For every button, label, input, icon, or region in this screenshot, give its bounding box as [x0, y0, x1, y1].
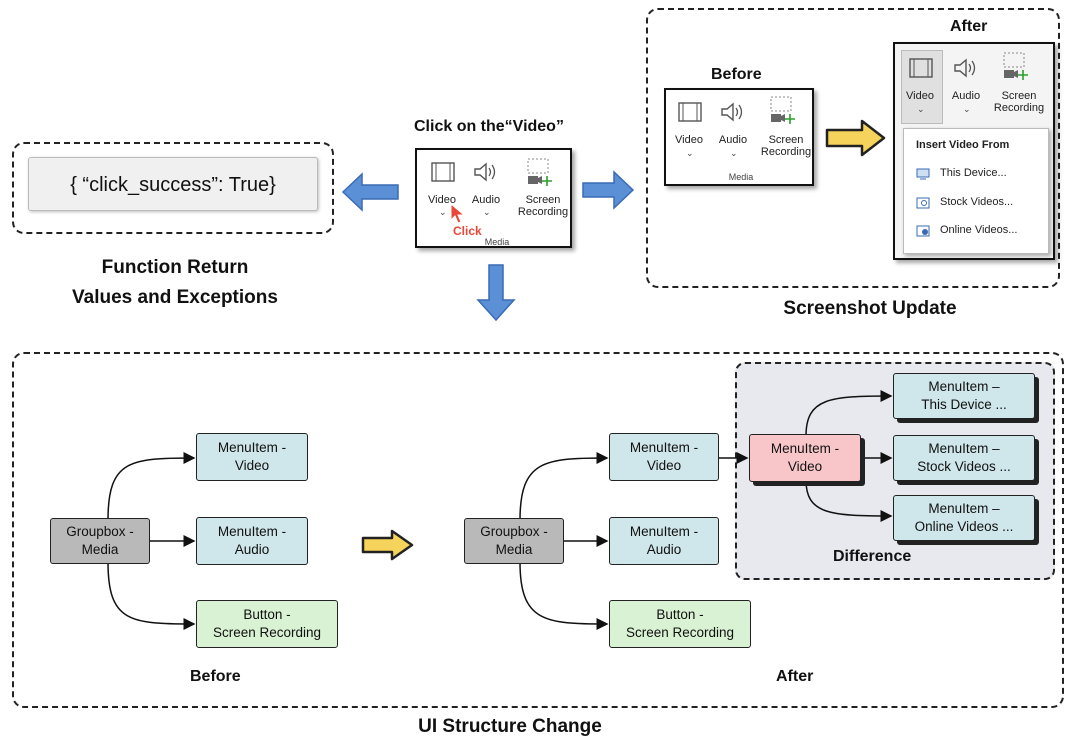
menuitem-this-device: MenuItem – This Device ... [893, 373, 1035, 419]
ui-structure-panel [12, 352, 1064, 708]
ribbon-group-label: Media [728, 172, 754, 182]
video-icon [678, 102, 702, 122]
blue-arrow-icon [476, 264, 516, 322]
device-icon [916, 168, 930, 180]
button-screen-recording-before: Button - Screen Recording [196, 600, 338, 648]
function-return-caption: Function Return Values and Exceptions [40, 253, 310, 313]
audio-icon [721, 102, 743, 122]
caption-line2: Values and Exceptions [72, 287, 278, 308]
cursor-icon [450, 202, 466, 224]
screenshot-update-caption: Screenshot Update [783, 298, 957, 319]
yellow-arrow-icon [825, 119, 886, 157]
structure-after-label: After [776, 668, 814, 685]
ribbon-group-label: Media [484, 237, 510, 247]
screen-recording-icon [527, 158, 552, 186]
stock-video-icon [916, 197, 930, 209]
difference-label: Difference [833, 548, 912, 565]
audio-icon [954, 58, 976, 78]
ribbon-screen-label[interactable]: Screen Recording [760, 134, 812, 158]
ribbon-video-label[interactable]: Video [906, 90, 934, 102]
ribbon-screen-label[interactable]: Screen Recording [993, 90, 1045, 114]
dropdown-item-online-videos[interactable]: Online Videos... [940, 224, 1018, 236]
menuitem-video-before: MenuItem - Video [196, 433, 308, 481]
caption-line1: Function Return [101, 257, 249, 278]
chevron-down-icon: ⌄ [917, 104, 925, 114]
menuitem-video-new: MenuItem - Video [749, 434, 861, 482]
chevron-down-icon: ⌄ [963, 104, 971, 114]
menuitem-video-after: MenuItem - Video [609, 433, 719, 481]
menuitem-audio-before: MenuItem - Audio [196, 517, 308, 565]
click-title: Click on the“Video” [414, 118, 564, 135]
ribbon-panel-before: Video Audio Screen Recording ⌄ ⌄ Media [664, 88, 814, 186]
screen-recording-icon [770, 96, 795, 124]
menuitem-online-videos: MenuItem – Online Videos ... [893, 495, 1035, 541]
ribbon-audio-label[interactable]: Audio [471, 194, 501, 206]
ribbon-video-label[interactable]: Video [428, 194, 456, 206]
structure-before-label: Before [190, 668, 241, 685]
video-icon [431, 162, 455, 182]
screenshot-update-panel [646, 8, 1060, 288]
ribbon-audio-label[interactable]: Audio [951, 90, 981, 102]
chevron-down-icon: ⌄ [686, 148, 694, 158]
menuitem-stock-videos: MenuItem – Stock Videos ... [893, 435, 1035, 481]
yellow-arrow-icon [361, 529, 414, 561]
groupbox-media-after: Groupbox - Media [464, 518, 564, 564]
video-icon [909, 58, 933, 78]
blue-arrow-icon [582, 170, 635, 210]
click-label: Click [453, 224, 482, 238]
ribbon-video-label[interactable]: Video [675, 134, 703, 146]
chevron-down-icon: ⌄ [730, 148, 738, 158]
video-button-pressed[interactable] [901, 50, 943, 124]
dropdown-header: Insert Video From [916, 139, 1010, 151]
dropdown-item-this-device[interactable]: This Device... [940, 167, 1007, 179]
online-video-icon [916, 225, 930, 237]
audio-icon [474, 162, 496, 182]
groupbox-media-before: Groupbox - Media [50, 518, 150, 564]
ribbon-panel-after: Video Audio Screen Recording ⌄ ⌄ Insert … [893, 42, 1055, 260]
chevron-down-icon: ⌄ [483, 207, 491, 217]
chevron-down-icon: ⌄ [439, 207, 447, 217]
function-return-panel [12, 142, 334, 234]
result-text: { “click_success”: True} [28, 157, 318, 211]
before-label: Before [711, 66, 762, 83]
ribbon-audio-label[interactable]: Audio [718, 134, 748, 146]
screen-recording-icon [1003, 52, 1028, 80]
blue-arrow-icon [341, 172, 399, 212]
insert-video-dropdown: Insert Video From This Device... Stock V… [903, 128, 1049, 254]
ui-structure-caption: UI Structure Change [418, 716, 602, 737]
ribbon-screen-label[interactable]: Screen Recording [517, 194, 569, 218]
ribbon-panel-click: Video Audio Screen Recording ⌄ ⌄ Click M… [415, 148, 572, 248]
after-label: After [950, 18, 988, 35]
menuitem-audio-after: MenuItem - Audio [609, 517, 719, 565]
dropdown-item-stock-videos[interactable]: Stock Videos... [940, 196, 1014, 208]
button-screen-recording-after: Button - Screen Recording [609, 600, 751, 648]
